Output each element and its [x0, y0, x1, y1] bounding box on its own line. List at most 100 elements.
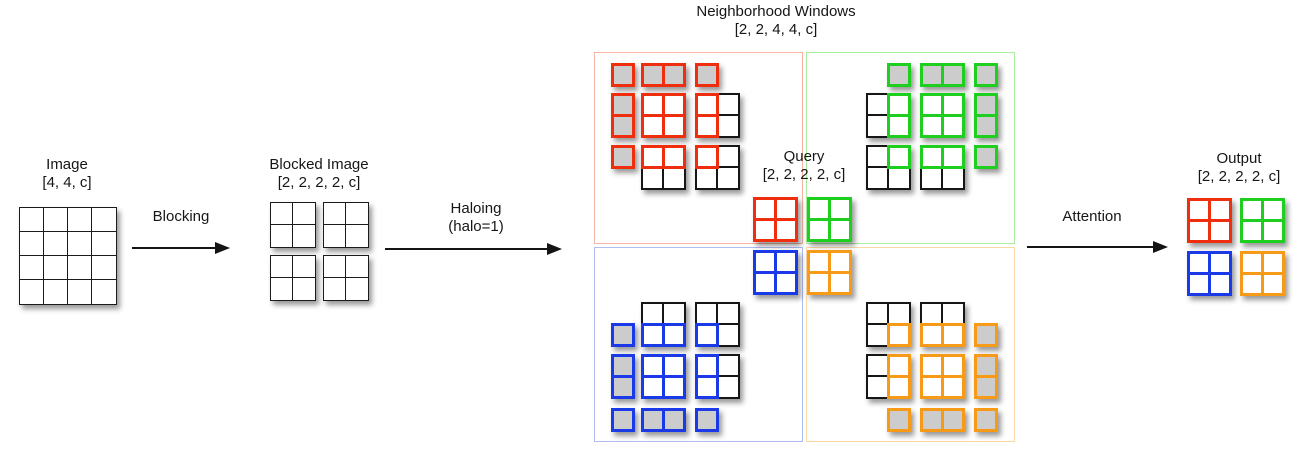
window-cell-block [641, 93, 686, 138]
window-cell-block [920, 63, 965, 87]
grid-cell [662, 323, 686, 347]
grid-cell [695, 93, 719, 117]
grid-cell [323, 202, 347, 226]
output-block-blue [1187, 251, 1232, 296]
window-cell-block [611, 63, 635, 87]
output-shape: [2, 2, 2, 2, c] [1197, 168, 1281, 185]
window-cell-block [974, 93, 998, 138]
grid-cell [941, 408, 965, 432]
attention-arrow [1027, 241, 1168, 253]
grid-cell [67, 207, 93, 233]
window-cell-block [974, 354, 998, 399]
grid-cell [941, 375, 965, 399]
arrow-head-icon [1153, 241, 1168, 253]
haloing-arrow-label-line2: (halo=1) [448, 218, 504, 235]
grid-cell [716, 114, 740, 138]
grid-cell [270, 202, 294, 226]
grid-cell [91, 279, 117, 305]
neighborhood-windows-shape: [2, 2, 4, 4, c] [734, 21, 818, 38]
grid-cell [270, 224, 294, 248]
window-cell-block [611, 408, 635, 432]
grid-cell [828, 271, 852, 295]
grid-cell [91, 255, 117, 281]
grid-cell [941, 63, 965, 87]
grid-cell [292, 224, 316, 248]
window-panel-red [594, 52, 803, 244]
grid-cell [323, 224, 347, 248]
haloing-arrow-label: Haloing (halo=1) [448, 200, 503, 236]
grid-cell [887, 166, 911, 190]
grid-cell [716, 375, 740, 399]
grid-cell [887, 323, 911, 347]
blocked-block [323, 202, 369, 248]
window-cell-block [641, 408, 686, 432]
query-block-blue [753, 250, 798, 295]
grid-cell [43, 279, 69, 305]
arrow-head-icon [215, 242, 230, 254]
grid-cell [974, 323, 998, 347]
grid-cell [662, 375, 686, 399]
image-title: Image [46, 156, 88, 173]
window-cell-block [887, 63, 911, 87]
grid-cell [323, 255, 347, 279]
window-cell-block [611, 145, 635, 169]
output-title: Output [1216, 150, 1262, 167]
grid-cell [1208, 198, 1232, 222]
window-cell-block [611, 93, 635, 138]
grid-cell [662, 408, 686, 432]
window-cell-block [974, 323, 998, 347]
window-cell-block [974, 145, 998, 169]
grid-cell [662, 114, 686, 138]
window-cell-block [641, 302, 686, 347]
window-cell-block [641, 354, 686, 399]
grid-cell [887, 114, 911, 138]
query-block-red [753, 197, 798, 242]
grid-cell [807, 218, 831, 242]
arrow-line [385, 248, 550, 251]
window-panel-green [806, 52, 1015, 244]
window-cell-block [695, 302, 740, 347]
query-block-green [807, 197, 852, 242]
grid-cell [43, 255, 69, 281]
window-cell-block [611, 354, 635, 399]
grid-cell [807, 271, 831, 295]
grid-cell [345, 224, 369, 248]
grid-cell [941, 323, 965, 347]
grid-cell [974, 114, 998, 138]
blocked-block [323, 255, 369, 301]
grid-cell [611, 145, 635, 169]
grid-cell [866, 354, 890, 378]
grid-cell [1261, 272, 1285, 296]
grid-cell [611, 408, 635, 432]
output-label: Output [2, 2, 2, 2, c] [1198, 150, 1281, 186]
grid-cell [695, 63, 719, 87]
grid-cell [941, 166, 965, 190]
grid-cell [91, 231, 117, 257]
grid-cell [611, 375, 635, 399]
haloing-arrow [385, 243, 562, 255]
grid-cell [974, 63, 998, 87]
image-label: Image [4, 4, c] [42, 156, 91, 192]
window-cell-block [695, 93, 740, 138]
grid-cell [67, 279, 93, 305]
grid-cell [716, 323, 740, 347]
haloing-arrow-label-line1: Haloing [450, 200, 502, 217]
grid-cell [611, 114, 635, 138]
grid-cell [753, 250, 777, 274]
grid-cell [345, 255, 369, 279]
window-cell-block [695, 63, 719, 87]
grid-cell [662, 166, 686, 190]
blocked-block [270, 255, 316, 301]
window-cell-block [920, 302, 965, 347]
grid-cell [695, 408, 719, 432]
grid-cell [774, 197, 798, 221]
window-cell-block [695, 408, 719, 432]
query-block-orange [807, 250, 852, 295]
grid-cell [323, 277, 347, 301]
grid-cell [43, 207, 69, 233]
grid-cell [941, 354, 965, 378]
grid-cell [345, 202, 369, 226]
grid-cell [19, 231, 45, 257]
query-shape: [2, 2, 2, 2, c] [762, 166, 846, 183]
